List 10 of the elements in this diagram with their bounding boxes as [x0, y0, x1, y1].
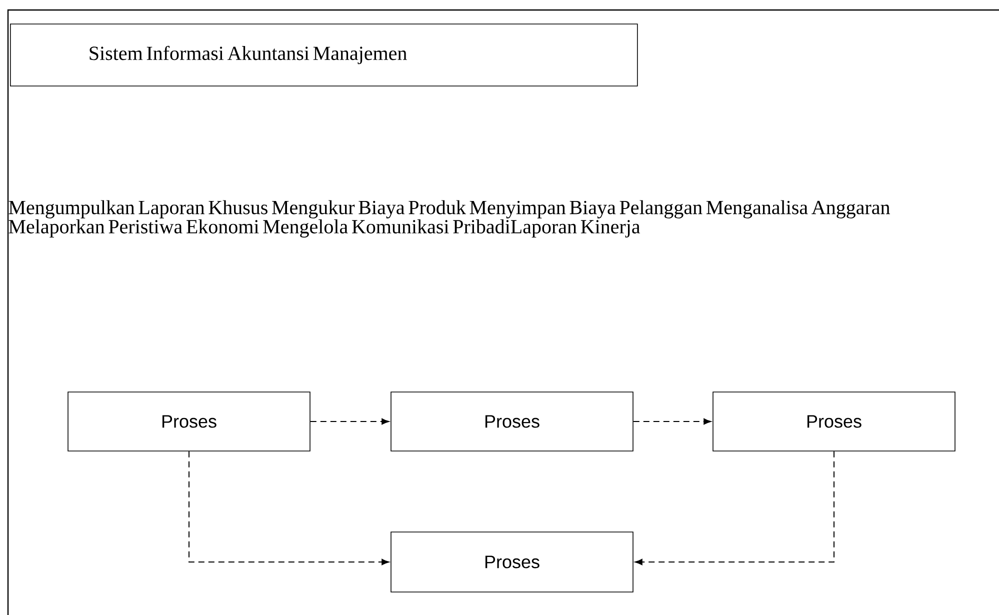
arrow — [634, 450, 834, 566]
process-box: Proses — [68, 392, 310, 452]
paragraph: Mengumpulkan Laporan Khusus Mengukur Biaya Produk Menyimpan Biaya Pelanggan Menganalisa Anggaran Melaporkan Peristiwa Ekonomi Mengelola Komunikasi PribadiLaporan Kinerja — [8, 200, 890, 238]
arrow — [310, 418, 390, 425]
process-box: Proses — [390, 532, 634, 592]
process-box: Proses — [390, 392, 634, 452]
process-box: Proses — [712, 392, 956, 452]
arrow — [632, 418, 712, 425]
title-box: Sistem Informasi Akuntansi Manajemen — [10, 24, 638, 86]
arrow — [188, 450, 390, 566]
